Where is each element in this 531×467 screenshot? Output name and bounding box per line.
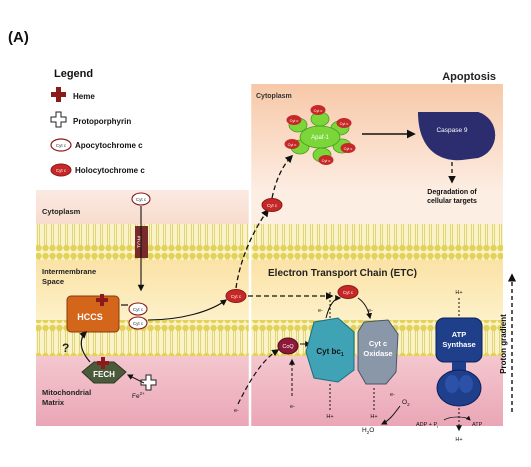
atp-synthase-subunit-2	[459, 375, 473, 393]
svg-text:Cyt c: Cyt c	[343, 290, 354, 295]
protoporphyrin-icon	[140, 374, 157, 391]
e-label-oxidase: e-	[368, 308, 373, 314]
holocyt-c-etc: Cyt c	[337, 285, 359, 299]
h-label-atp-top: H+	[455, 290, 462, 296]
svg-text:Cyt c: Cyt c	[231, 294, 242, 299]
svg-text:Cyt c: Cyt c	[267, 203, 278, 208]
intermembrane-label-2: Space	[42, 277, 64, 286]
question-mark: ?	[62, 341, 69, 355]
svg-text:Cyt c: Cyt c	[56, 143, 67, 148]
legend-heme: Heme	[73, 92, 95, 101]
hccs-label: HCCS	[77, 312, 103, 322]
degradation-label-2: cellular targets	[427, 198, 477, 205]
h-label-atp-bottom: H+	[455, 437, 462, 443]
coq	[277, 337, 299, 355]
svg-text:Cyt c: Cyt c	[133, 321, 144, 326]
cyt-c-oxidase-complex	[357, 319, 399, 385]
atp-synthase-stalk	[452, 362, 466, 372]
release-arrow	[147, 299, 228, 321]
matrix-label-2: Matrix	[42, 398, 65, 407]
svg-text:Cyt c: Cyt c	[288, 143, 297, 147]
fe-label: Fe2+	[132, 391, 145, 400]
intermembrane-label-1: Intermembrane	[42, 267, 96, 276]
heme-on-fech-icon	[97, 357, 109, 369]
h-label-bc1: H+	[326, 414, 333, 420]
coq-label: CoQ	[282, 344, 294, 350]
adp-label: ADP + Pi	[416, 422, 438, 429]
svg-text:Cyt c: Cyt c	[340, 122, 349, 126]
holocyt-c-cytoplasm: Cyt c	[261, 198, 283, 212]
atp-synthase-label-1: ATP	[452, 330, 466, 339]
protoporphyrin-arrow	[126, 374, 145, 384]
apoptosis-cytoplasm-label: Cytoplasm	[256, 93, 292, 100]
e-label-matrix: e-	[290, 404, 295, 410]
caspase-9-body	[418, 112, 496, 161]
release-to-cytoplasm-arrow	[235, 208, 269, 289]
caspase-label: Caspase 9	[436, 127, 467, 134]
bc1-to-cytc-arrow	[325, 295, 342, 319]
svg-text:Cyt c: Cyt c	[344, 147, 353, 151]
cytoplasm-label: Cytoplasm	[42, 207, 81, 216]
to-apoptosome-arrow	[271, 154, 294, 199]
atp-label: ATP	[472, 422, 483, 428]
apaf-label: Apaf-1	[311, 135, 329, 141]
oxidase-label-2: Oxidase	[363, 349, 392, 358]
proton-gradient-label: Proton gradient	[499, 314, 508, 374]
matrix-label-1: Mitochondrial	[42, 388, 91, 397]
fech-enzyme	[81, 361, 127, 384]
e-label-coq: e-	[234, 408, 239, 414]
apoptosome-cyt-c-ring: Cyt c Cyt c Cyt c Cyt c Cyt c Cyt c	[284, 105, 356, 165]
legend-holocytochrome: Holocytochrome c	[75, 166, 145, 175]
svg-text:Cyt c: Cyt c	[56, 168, 67, 173]
fech-label: FECH	[93, 370, 115, 379]
cytc-to-oxidase-arrow	[357, 297, 372, 320]
holocytochrome-oval-icon: Cyt c	[50, 163, 72, 177]
e-label-o2: e-	[390, 392, 395, 398]
o2-to-water-arrow	[380, 405, 401, 425]
heme-on-hccs-icon	[96, 294, 108, 306]
heme-transfer-arrow	[79, 330, 91, 363]
svg-text:Cyt c: Cyt c	[314, 109, 323, 113]
svg-text:Cyt c: Cyt c	[322, 159, 331, 163]
cyt-bc1-complex	[305, 317, 355, 383]
svg-text:Cyt c: Cyt c	[136, 197, 147, 202]
water-label: H2O	[362, 427, 374, 435]
holocyt-c-ims: Cyt c	[225, 289, 247, 303]
cyt-bc1-label: Cyt bc1	[316, 347, 343, 358]
etc-title: Electron Transport Chain (ETC)	[268, 268, 417, 279]
degradation-label-1: Degradation of	[427, 189, 477, 196]
o2-label: O2	[402, 399, 410, 407]
heme-cross-icon	[51, 87, 66, 102]
atp-synthase-label-2: Synthase	[442, 340, 475, 349]
apoptosis-title: Apoptosis	[442, 71, 496, 83]
adp-to-atp-arrow	[443, 415, 471, 421]
legend-title: Legend	[54, 68, 93, 80]
apocyt-c-cytoplasm: Cyt c	[131, 192, 151, 206]
legend-apocytochrome: Apocytochrome c	[75, 141, 143, 150]
hccs-enzyme	[66, 295, 120, 333]
holocyt-c-hccs: Cyt c	[128, 316, 148, 330]
h-label-oxidase: H+	[370, 414, 377, 420]
panel-label: (A)	[8, 29, 29, 46]
legend-protoporphyrin: Protoporphyrin	[73, 117, 131, 126]
apocyt-c-ims: Cyt c	[128, 302, 148, 316]
e-label-bc1: e-	[318, 308, 323, 314]
svg-text:Cyt c: Cyt c	[290, 119, 299, 123]
oxidase-label-1: Cyt c	[369, 339, 387, 348]
apocytochrome-oval-icon: Cyt c	[50, 138, 72, 152]
protoporphyrin-cross-icon	[50, 111, 67, 128]
atp-synthase-f1	[436, 369, 482, 407]
atp-synthase-subunit	[445, 375, 459, 393]
outer-membrane	[36, 224, 503, 260]
svg-text:Cyt c: Cyt c	[133, 307, 144, 312]
